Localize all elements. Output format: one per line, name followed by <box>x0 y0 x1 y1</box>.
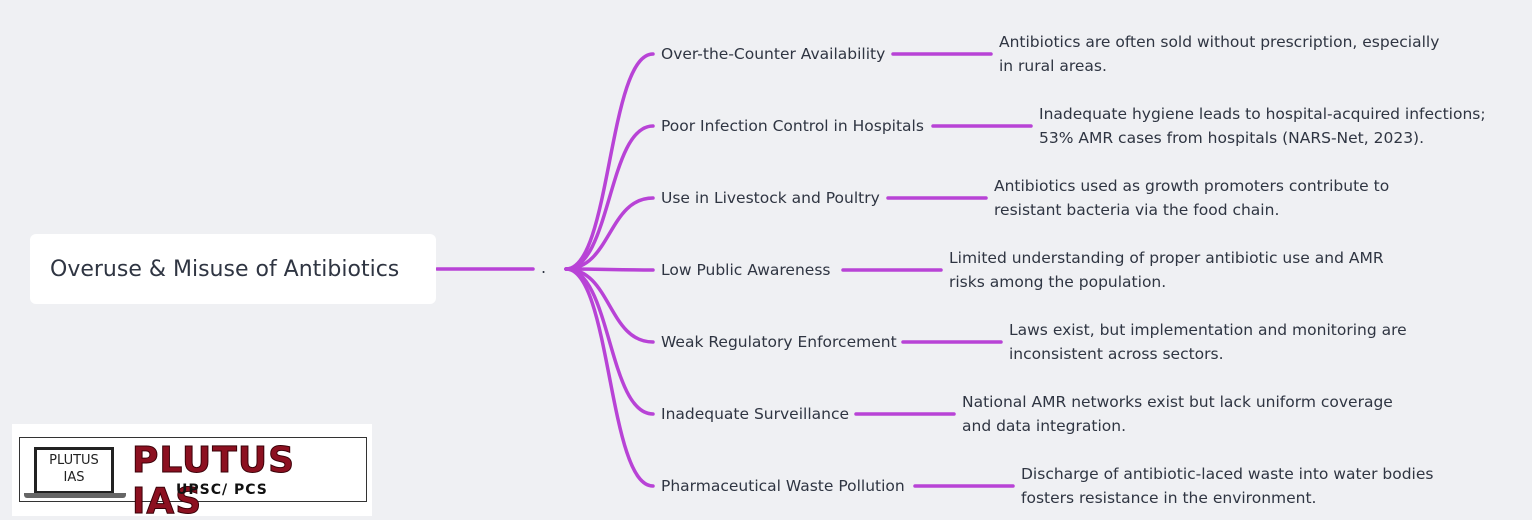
branch-label[interactable]: Pharmaceutical Waste Pollution <box>661 477 905 495</box>
branch-description: National AMR networks exist but lack uni… <box>962 393 1393 435</box>
branch-label[interactable]: Over-the-Counter Availability <box>661 45 886 63</box>
laptop-text: PLUTUS IAS <box>49 453 99 485</box>
logo-title: PLUTUS IAS <box>132 440 295 520</box>
branch-label[interactable]: Poor Infection Control in Hospitals <box>661 117 924 135</box>
branch-connector <box>564 267 655 344</box>
branch-connector <box>564 267 655 416</box>
logo-subtitle: UPSC/ PCS <box>176 482 268 498</box>
logo-frame: PLUTUS IAS PLUTUS IAS UPSC/ PCS <box>19 437 367 520</box>
branch-connector <box>564 267 655 488</box>
branch-description: Limited understanding of proper antibiot… <box>949 249 1384 291</box>
laptop-base <box>24 493 126 498</box>
branch-label[interactable]: Use in Livestock and Poultry <box>661 189 880 207</box>
branch-connector <box>564 267 655 272</box>
center-node: . <box>541 258 547 277</box>
branch-connector <box>564 124 655 271</box>
branch-label[interactable]: Inadequate Surveillance <box>661 405 850 423</box>
branch-connector <box>564 52 655 271</box>
branch-description: Laws exist, but implementation and monit… <box>1009 321 1407 363</box>
laptop-icon: PLUTUS IAS <box>34 447 114 494</box>
root-title: Overuse & Misuse of Antibiotics <box>50 256 400 282</box>
branch-description: Inadequate hygiene leads to hospital-acq… <box>1039 105 1486 147</box>
branch-label[interactable]: Low Public Awareness <box>661 261 831 279</box>
plutus-ias-logo: PLUTUS IAS PLUTUS IAS UPSC/ PCS <box>12 424 372 520</box>
branch-description: Antibiotics used as growth promoters con… <box>994 177 1390 219</box>
branch-description: Antibiotics are often sold without presc… <box>999 33 1440 75</box>
branch-description: Discharge of antibiotic-laced waste into… <box>1021 465 1434 507</box>
root-node[interactable]: Overuse & Misuse of Antibiotics <box>30 234 436 304</box>
branch-label[interactable]: Weak Regulatory Enforcement <box>661 333 897 351</box>
branch-connector <box>564 196 655 271</box>
